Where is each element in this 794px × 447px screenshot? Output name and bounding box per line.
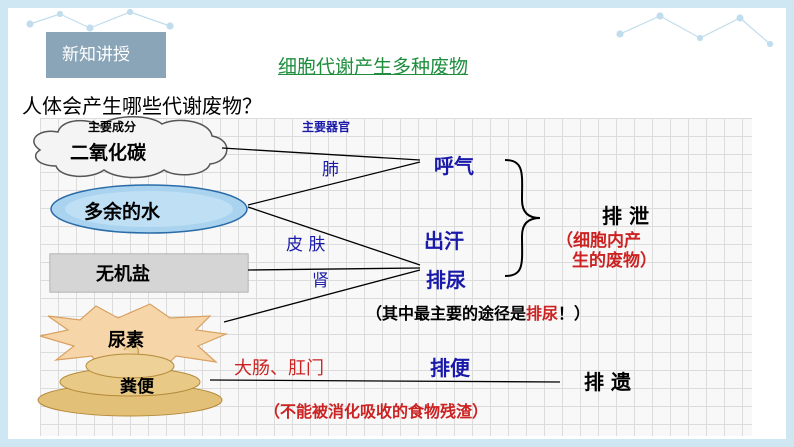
molecule-decoration-left — [26, 8, 174, 32]
main-route-highlight: 排尿 — [526, 304, 559, 323]
component-co2: 二氧化碳 — [70, 142, 147, 164]
question-text: 人体会产生哪些代谢废物？ — [22, 94, 262, 118]
organ-lung: 肺 — [322, 160, 339, 180]
egestion-note: （不能被消化吸收的食物残渣） — [264, 402, 489, 421]
header-main-components: 主要成分 — [88, 120, 137, 134]
molecule-decoration-right — [616, 12, 774, 48]
brace-shape — [504, 159, 541, 277]
egestion-label: 排 遗 — [584, 370, 631, 394]
section-tag: 新知讲授 — [46, 32, 166, 78]
excretion-label: 排 泄 — [602, 204, 649, 228]
main-route-note: （其中最主要的途径是排尿！） — [366, 300, 590, 324]
route-defecation: 排便 — [430, 356, 470, 380]
route-sweat: 出汗 — [424, 229, 464, 253]
route-urine: 排尿 — [426, 268, 466, 292]
organ-skin: 皮 肤 — [286, 235, 326, 255]
header-main-organs: 主要器官 — [302, 120, 351, 134]
excretion-note-line-1: （细胞内产 — [556, 231, 641, 251]
main-route-suffix: ！） — [558, 304, 591, 323]
main-route-prefix: （其中最主要的途径是 — [366, 304, 527, 323]
organ-kidney: 肾 — [312, 271, 329, 291]
component-water: 多余的水 — [84, 201, 161, 223]
component-urea: 尿素 — [108, 330, 144, 351]
urea-burst-shape — [39, 303, 229, 373]
component-salt: 无机盐 — [96, 264, 150, 285]
topic-title: 细胞代谢产生多种废物 — [278, 56, 469, 78]
feces-shape — [37, 344, 223, 417]
organ-intestine: 大肠、肛门 — [234, 358, 324, 379]
excretion-note-line-2: 生的废物） — [572, 251, 657, 271]
component-feces: 粪便 — [120, 377, 154, 397]
route-breath: 呼气 — [434, 154, 474, 178]
